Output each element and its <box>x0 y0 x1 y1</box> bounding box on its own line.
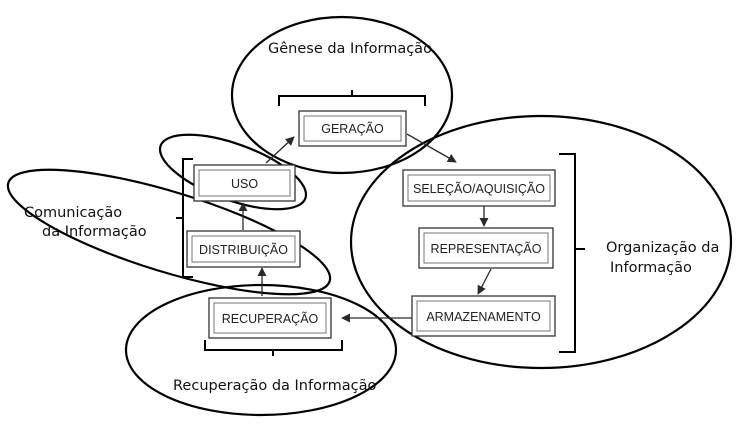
organizacao-label-line1: Organização da <box>606 240 719 256</box>
box-recuperacao: RECUPERAÇÃO <box>208 297 332 339</box>
box-distribuicao: DISTRIBUIÇÃO <box>186 230 301 268</box>
box-distribuicao-label: DISTRIBUIÇÃO <box>199 243 288 257</box>
box-geracao-label: GERAÇÃO <box>321 122 384 136</box>
recuperacao-bracket <box>204 340 343 356</box>
genese-bracket <box>278 90 426 106</box>
genese-label: Gênese da Informação <box>268 41 432 57</box>
comunicacao-ellipse <box>6 168 332 296</box>
arrow-uso-geracao <box>265 136 295 164</box>
box-geracao: GERAÇÃO <box>298 110 407 147</box>
box-uso-label: USO <box>231 177 258 191</box>
box-representacao-label: REPRESENTAÇÃO <box>431 242 542 256</box>
organizacao-ellipse <box>349 114 733 370</box>
organizacao-label-line2: Informação <box>610 260 692 276</box>
box-representacao: REPRESENTAÇÃO <box>418 227 554 269</box>
recuperacao-label: Recuperação da Informação <box>173 378 377 394</box>
box-selecao-label: SELEÇÃO/AQUISIÇÃO <box>413 182 545 196</box>
comunicacao-bracket <box>176 158 193 278</box>
box-armazenamento-label: ARMAZENAMENTO <box>426 310 541 324</box>
comunicacao-label-line1: Comunicação <box>24 205 122 221</box>
box-selecao: SELEÇÃO/AQUISIÇÃO <box>402 169 556 207</box>
genese-ellipse <box>230 15 454 175</box>
box-armazenamento: ARMAZENAMENTO <box>411 295 556 337</box>
recuperacao-ellipse <box>124 283 398 417</box>
box-uso: USO <box>193 164 296 202</box>
arrow-representacao-armazenamento <box>477 268 492 295</box>
box-recuperacao-label: RECUPERAÇÃO <box>222 312 319 326</box>
arrow-geracao-selecao <box>406 133 457 163</box>
organizacao-bracket <box>559 153 585 353</box>
comunicacao-label-line2: da Informação <box>42 224 147 240</box>
